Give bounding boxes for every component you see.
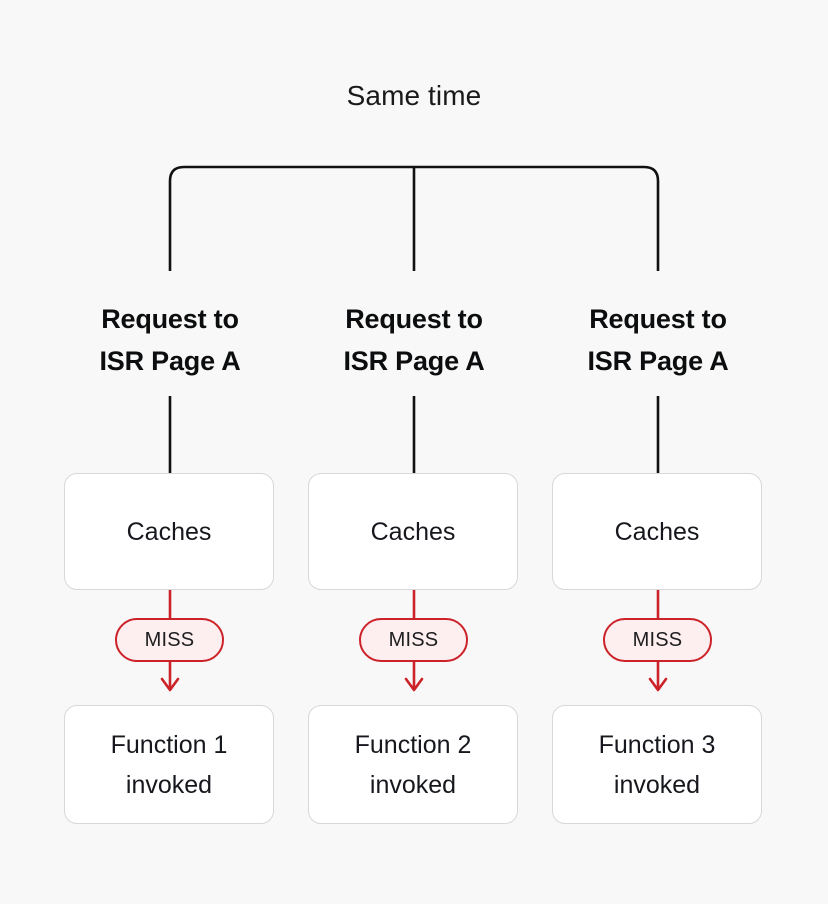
function-box-line2-3: invoked xyxy=(613,770,701,799)
miss-badge-label-2: MISS xyxy=(388,628,439,651)
request-label-2: Request to ISR Page A xyxy=(308,298,520,382)
request-label-line1: Request to xyxy=(101,304,239,334)
caches-box-label-2: Caches xyxy=(370,517,456,546)
function-box-3[interactable]: Function 3 invoked xyxy=(552,705,762,824)
request-label-3: Request to ISR Page A xyxy=(552,298,764,382)
miss-badge-1: MISS xyxy=(115,618,224,662)
miss-badge-3: MISS xyxy=(603,618,712,662)
function-box-line2-1: invoked xyxy=(125,770,213,799)
request-label-line2: ISR Page A xyxy=(587,346,729,376)
request-label-line2: ISR Page A xyxy=(343,346,485,376)
caches-box-1[interactable]: Caches xyxy=(64,473,274,590)
function-box-2[interactable]: Function 2 invoked xyxy=(308,705,518,824)
request-column-1: Request to ISR Page A Caches MISS Functi… xyxy=(64,0,276,904)
caches-box-label-1: Caches xyxy=(126,517,212,546)
diagram-title: Same time xyxy=(346,80,482,111)
request-label-line2: ISR Page A xyxy=(99,346,241,376)
function-box-1[interactable]: Function 1 invoked xyxy=(64,705,274,824)
caches-box-3[interactable]: Caches xyxy=(552,473,762,590)
request-column-2: Request to ISR Page A Caches MISS Functi… xyxy=(308,0,520,904)
caches-box-2[interactable]: Caches xyxy=(308,473,518,590)
function-box-text-2: Function 2 invoked xyxy=(355,725,472,805)
function-box-text-3: Function 3 invoked xyxy=(599,725,716,805)
miss-badge-label-3: MISS xyxy=(632,628,683,651)
caches-box-label-3: Caches xyxy=(614,517,700,546)
request-label-line1: Request to xyxy=(589,304,727,334)
request-label-1: Request to ISR Page A xyxy=(64,298,276,382)
miss-badge-2: MISS xyxy=(359,618,468,662)
function-box-text-1: Function 1 invoked xyxy=(111,725,228,805)
function-box-line1-2: Function 2 xyxy=(354,730,472,759)
request-column-3: Request to ISR Page A Caches MISS Functi… xyxy=(552,0,764,904)
function-box-line1-3: Function 3 xyxy=(598,730,716,759)
function-box-line2-2: invoked xyxy=(369,770,457,799)
miss-badge-label-1: MISS xyxy=(144,628,195,651)
function-box-line1-1: Function 1 xyxy=(110,730,228,759)
request-label-line1: Request to xyxy=(345,304,483,334)
